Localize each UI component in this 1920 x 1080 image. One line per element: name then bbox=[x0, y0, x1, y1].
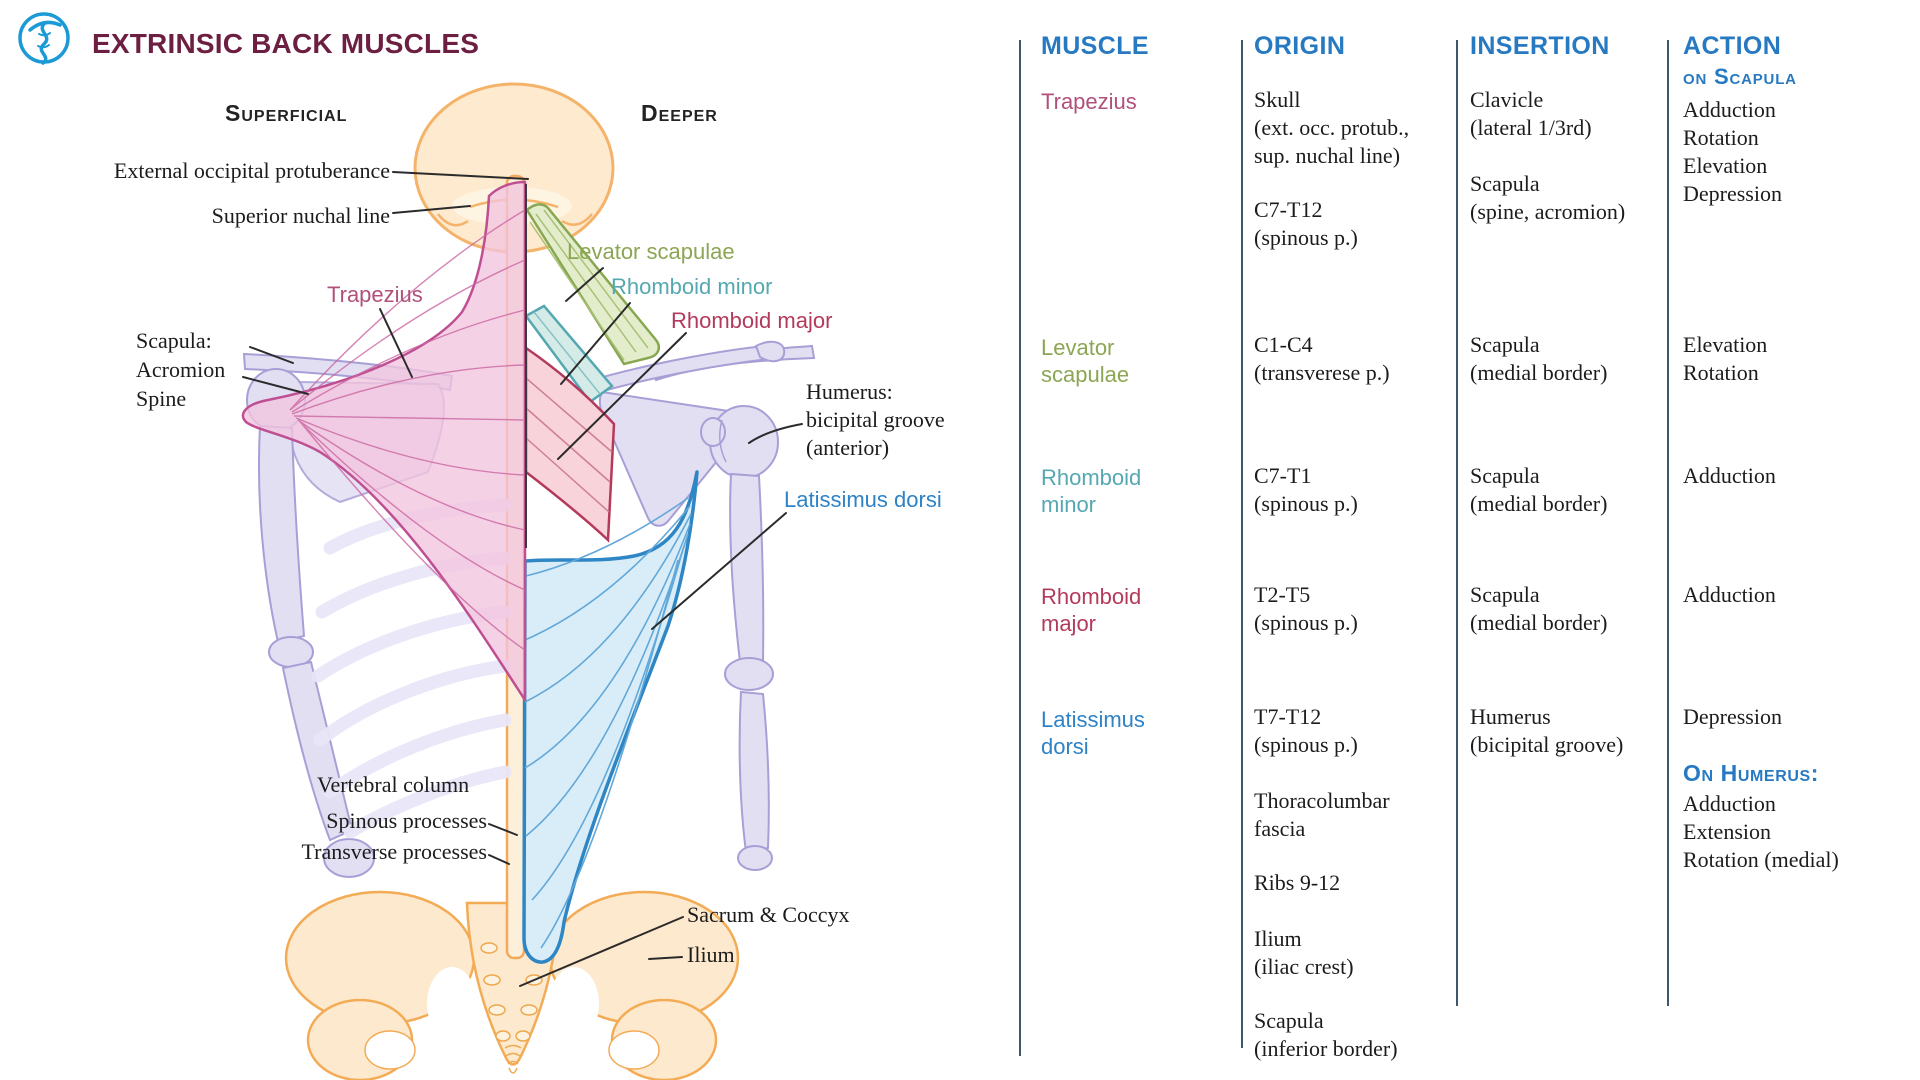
latissimus-dorsi-shape bbox=[522, 470, 699, 964]
table-divider-1 bbox=[1019, 40, 1021, 1056]
cell-action-latissimus-1: Depression bbox=[1683, 704, 1782, 729]
table-divider-3 bbox=[1456, 40, 1458, 1006]
column-header-action-line2: on Scapula bbox=[1683, 64, 1797, 89]
column-header-origin: ORIGIN bbox=[1254, 32, 1346, 60]
label-rhomboid-major: Rhomboid major bbox=[671, 308, 833, 333]
cell-insertion-trapezius-2: Scapula (spine, acromion) bbox=[1470, 171, 1626, 224]
label-humerus-bicipital-groove: Humerus: bicipital groove (anterior) bbox=[806, 379, 945, 460]
label-superior-nuchal-line: Superior nuchal line bbox=[211, 203, 390, 228]
section-label-deeper: Deeper bbox=[641, 100, 718, 126]
right-skeleton-shapes bbox=[590, 340, 816, 871]
label-scapula-acromion-spine: Scapula: Acromion Spine bbox=[136, 328, 226, 411]
cell-action-rhomboid-minor: Adduction bbox=[1683, 463, 1776, 488]
label-sacrum-coccyx: Sacrum & Coccyx bbox=[687, 902, 850, 927]
cell-muscle-rhomboid-major: Rhomboid major bbox=[1041, 584, 1142, 636]
pelvis-shape bbox=[284, 890, 740, 1080]
column-header-muscle: MUSCLE bbox=[1041, 32, 1149, 60]
cell-origin-latissimus-5: Scapula (inferior border) bbox=[1254, 1008, 1398, 1061]
cell-action-rhomboid-major: Adduction bbox=[1683, 582, 1776, 607]
label-external-occipital-protuberance: External occipital protuberance bbox=[113, 158, 390, 183]
rhomboid-major-shape bbox=[524, 345, 616, 543]
section-label-superficial: Superficial bbox=[225, 100, 348, 126]
rhomboid-minor-shape bbox=[524, 304, 614, 404]
cell-origin-latissimus-2: Thoracolumbar fascia bbox=[1254, 788, 1390, 841]
page-title: EXTRINSIC BACK MUSCLES bbox=[92, 28, 480, 59]
table-divider-4 bbox=[1667, 40, 1669, 1006]
cell-origin-trapezius-2: C7-T12 (spinous p.) bbox=[1254, 197, 1358, 250]
label-rhomboid-minor: Rhomboid minor bbox=[611, 274, 773, 299]
cell-muscle-levator: Levator scapulae bbox=[1041, 335, 1130, 387]
cell-insertion-rhomboid-major: Scapula (medial border) bbox=[1470, 582, 1608, 635]
label-trapezius: Trapezius bbox=[327, 282, 423, 307]
cell-origin-rhomboid-major: T2-T5 (spinous p.) bbox=[1254, 582, 1358, 635]
label-transverse-processes: Transverse processes bbox=[301, 839, 487, 864]
cell-muscle-trapezius: Trapezius bbox=[1041, 89, 1137, 114]
cell-origin-trapezius-1: Skull (ext. occ. protub., sup. nuchal li… bbox=[1254, 87, 1410, 168]
cell-insertion-trapezius-1: Clavicle (lateral 1/3rd) bbox=[1470, 87, 1592, 140]
cell-origin-latissimus-1: T7-T12 (spinous p.) bbox=[1254, 704, 1358, 757]
trapezius-shape bbox=[241, 180, 527, 702]
table-divider-2 bbox=[1241, 40, 1243, 1048]
rod-of-asclepius-icon bbox=[18, 12, 70, 65]
cell-insertion-levator: Scapula (medial border) bbox=[1470, 332, 1608, 385]
cell-muscle-rhomboid-minor: Rhomboid minor bbox=[1041, 465, 1142, 517]
cell-action-levator: Elevation Rotation bbox=[1683, 332, 1768, 385]
label-ilium: Ilium bbox=[687, 942, 735, 967]
label-vertebral-column: Vertebral column bbox=[317, 772, 470, 797]
leader-lines bbox=[242, 171, 803, 987]
cell-action-latissimus-2: Adduction Extension Rotation (medial) bbox=[1683, 791, 1839, 872]
column-header-insertion: INSERTION bbox=[1470, 32, 1610, 60]
label-latissimus-dorsi: Latissimus dorsi bbox=[784, 487, 942, 512]
cell-insertion-rhomboid-minor: Scapula (medial border) bbox=[1470, 463, 1608, 516]
anatomy-illustration bbox=[241, 82, 816, 1080]
label-spinous-processes: Spinous processes bbox=[326, 808, 487, 833]
cell-action-on-humerus-subheader: On Humerus: bbox=[1683, 760, 1820, 786]
cell-origin-latissimus-4: Ilium (iliac crest) bbox=[1254, 926, 1354, 979]
cell-action-trapezius: Adduction Rotation Elevation Depression bbox=[1683, 97, 1782, 206]
column-header-action-line1: ACTION bbox=[1683, 32, 1782, 60]
cell-origin-levator: C1-C4 (transverese p.) bbox=[1254, 332, 1390, 385]
label-levator-scapulae: Levator scapulae bbox=[567, 239, 735, 264]
cell-muscle-latissimus: Latissimus dorsi bbox=[1041, 707, 1145, 759]
cell-origin-latissimus-3: Ribs 9-12 bbox=[1254, 870, 1341, 895]
cell-origin-rhomboid-minor: C7-T1 (spinous p.) bbox=[1254, 463, 1358, 516]
column-header-action: ACTION on Scapula bbox=[1683, 32, 1797, 90]
cell-insertion-latissimus: Humerus (bicipital groove) bbox=[1470, 704, 1624, 757]
